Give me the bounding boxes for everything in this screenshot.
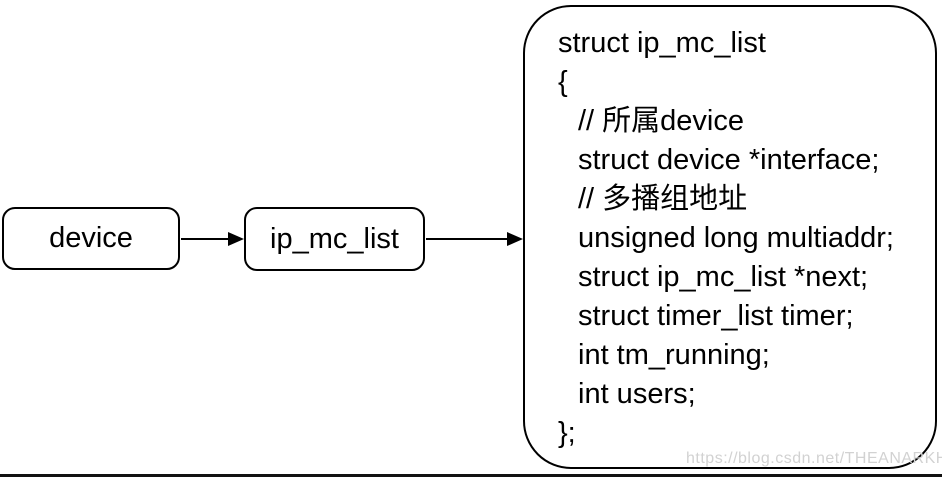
arrowhead-right-icon (507, 232, 523, 246)
code-line-open-brace: { (558, 66, 568, 98)
code-line-close-brace: }; (558, 417, 576, 449)
watermark-url: https://blog.csdn.net/THEANARKH (686, 450, 942, 467)
code-line-tm-running-field: int tm_running; (578, 339, 770, 371)
bottom-border-line (0, 474, 942, 477)
arrow-device-to-ipmclist-line (181, 238, 229, 240)
struct-code-block: struct ip_mc_list { // 所属device struct d… (558, 24, 894, 453)
code-line-timer-field: struct timer_list timer; (578, 300, 854, 332)
code-line-comment-multiaddr: // 多播组地址 (578, 183, 748, 215)
code-line-next-field: struct ip_mc_list *next; (578, 261, 869, 293)
arrow-ipmclist-to-struct-line (426, 238, 508, 240)
code-line-comment-device: // 所属device (578, 105, 744, 137)
code-line-struct-declaration: struct ip_mc_list (558, 27, 766, 59)
struct-definition-box: struct ip_mc_list { // 所属device struct d… (523, 5, 937, 469)
arrowhead-right-icon (228, 232, 244, 246)
node-device: device (2, 207, 180, 270)
code-line-multiaddr-field: unsigned long multiaddr; (578, 222, 894, 254)
node-device-label: device (49, 222, 133, 254)
node-ip-mc-list: ip_mc_list (244, 207, 425, 271)
code-line-interface-field: struct device *interface; (578, 144, 880, 176)
code-line-users-field: int users; (578, 378, 696, 410)
node-ip-mc-list-label: ip_mc_list (270, 222, 399, 255)
